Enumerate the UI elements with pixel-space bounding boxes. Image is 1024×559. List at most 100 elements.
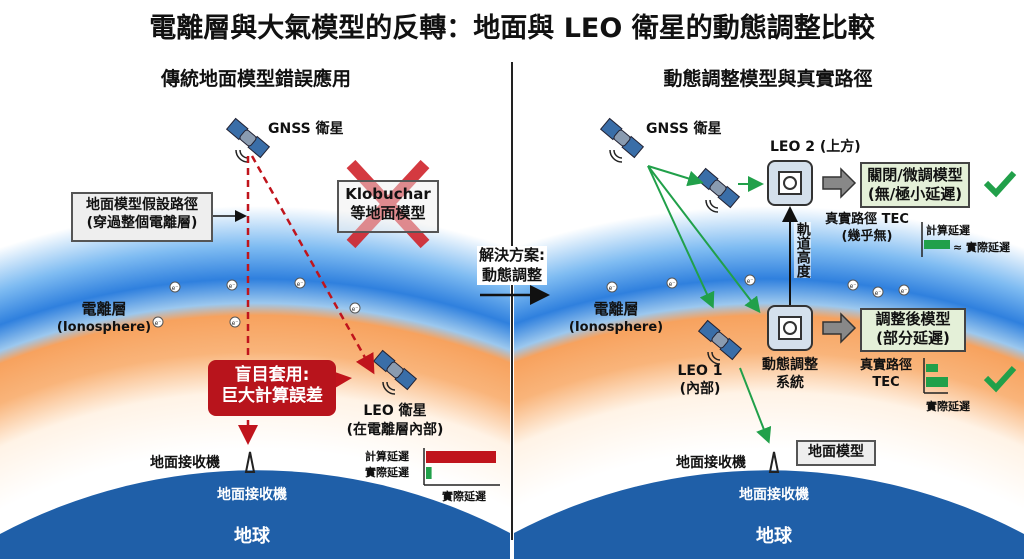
altitude-label: 軌道高度	[794, 222, 811, 278]
model-off-line2: (無/極小延遲)	[867, 184, 963, 203]
electron-label: e⁻	[901, 288, 908, 295]
electron-icon	[229, 316, 241, 328]
cross-icon	[346, 160, 430, 249]
assumed-path-line1: 地面模型假設路徑	[86, 197, 198, 213]
true-tec-bottom-line1: 真實路徑	[859, 358, 913, 373]
true-tec-bottom: 真實路徑 TEC	[860, 358, 912, 392]
electron-label: e⁻	[747, 278, 754, 285]
page-title: 電離層與大氣模型的反轉：地面與 LEO 衛星的動態調整比較	[149, 13, 875, 44]
electron-icon	[349, 302, 361, 314]
ionosphere-zh: 電離層	[81, 300, 127, 318]
electron-label: e⁻	[172, 285, 179, 292]
solution-line1: 解決方案:	[479, 246, 545, 264]
electron-icon	[666, 277, 678, 289]
arrow-to-model-off	[822, 167, 857, 199]
ionosphere-en: (Ionosphere)	[56, 319, 152, 335]
ionosphere-zh-right: 電離層	[593, 300, 639, 318]
left-delay-chart	[423, 448, 500, 486]
electron-label: e⁻	[232, 320, 239, 327]
assumed-path-line2: (穿過整個電離層)	[86, 214, 198, 231]
check-icon-bottom	[983, 365, 1017, 393]
leo-label: LEO 衛星 (在電離層內部)	[347, 402, 444, 440]
solution-line2: 動態調整	[481, 265, 542, 284]
leo1-line1: LEO 1	[677, 363, 723, 379]
bottom-chart-xlabel: 實際延遲	[926, 400, 970, 413]
electron-label: e⁻	[850, 283, 857, 290]
arrow-to-adjusted	[822, 312, 857, 344]
system-label: 動態調整 系統	[762, 356, 818, 392]
system-line1: 動態調整	[762, 357, 818, 373]
top-chart-label: 計算延遲	[926, 224, 970, 237]
receiver-antenna-icon	[244, 451, 256, 473]
true-tec-top-line1: 真實路徑 TEC	[825, 212, 909, 227]
klobuchar-line1: Klobuchar	[345, 185, 431, 203]
receiver-ground-label-right: 地面接收機	[739, 487, 809, 503]
gnss-label-right: GNSS 衛星	[646, 121, 722, 137]
bar-actual-delay	[426, 467, 432, 479]
electron-icon	[744, 274, 756, 286]
chart-label-actual: 實際延遲	[365, 465, 409, 479]
electron-label: e⁻	[352, 306, 359, 313]
true-tec-top-line2: (幾乎無)	[841, 228, 893, 244]
receiver-antenna-icon-right	[768, 451, 780, 473]
electron-icon	[294, 277, 306, 289]
adjusted-model-box: 調整後模型 (部分延遲)	[860, 308, 966, 352]
bottom-delay-chart	[923, 358, 948, 394]
earth-left	[0, 470, 510, 559]
right-subtitle: 動態調整模型與真實路徑	[663, 68, 873, 90]
leo1-line2: (內部)	[679, 381, 721, 398]
earth-label: 地球	[234, 526, 270, 547]
earth-label-right: 地球	[756, 526, 792, 547]
model-off-box: 關閉/微調模型 (無/極小延遲)	[860, 162, 970, 208]
check-icon-top	[983, 170, 1017, 198]
electron-icon	[152, 316, 164, 328]
chart-label-calculated: 計算延遲	[365, 450, 409, 463]
electron-icon	[847, 279, 859, 291]
electron-label: e⁻	[669, 281, 676, 288]
dynamic-system-processor-icon	[767, 305, 813, 351]
leo-label-line2: (在電離層內部)	[346, 421, 444, 438]
klobuchar-line2: 等地面模型	[350, 203, 426, 222]
klobuchar-box: Klobuchar 等地面模型	[337, 180, 439, 233]
left-chart-xlabel: 實際延遲	[442, 490, 486, 503]
left-chart-labels: 計算延遲 實際延遲	[365, 449, 409, 481]
electron-icon	[898, 284, 910, 296]
electron-label: e⁻	[875, 290, 882, 297]
receiver-label-right: 地面接收機	[676, 455, 746, 471]
ionosphere-en-right: (Ionosphere)	[568, 319, 664, 335]
adjusted-line1: 調整後模型	[875, 310, 951, 328]
electron-icon	[606, 281, 618, 293]
assumed-path-box: 地面模型假設路徑 (穿過整個電離層)	[71, 192, 213, 242]
left-subtitle: 傳統地面模型錯誤應用	[160, 68, 352, 90]
top-delay-chart	[921, 222, 950, 257]
ionosphere-label-right: 電離層 (Ionosphere)	[569, 300, 663, 336]
receiver-ground-label: 地面接收機	[217, 487, 287, 503]
error-callout-line1: 盲目套用:	[234, 365, 310, 385]
error-callout: 盲目套用: 巨大計算誤差	[208, 360, 336, 416]
electron-icon	[872, 286, 884, 298]
electron-label: e⁻	[609, 285, 616, 292]
ionosphere-label-left: 電離層 (Ionosphere)	[57, 300, 151, 336]
adjusted-line2: (部分延遲)	[876, 328, 950, 347]
leo2-processor-icon	[767, 160, 813, 206]
electron-icon	[226, 279, 238, 291]
receiver-label: 地面接收機	[150, 455, 220, 471]
ground-model-box: 地面模型	[796, 440, 876, 466]
system-line2: 系統	[776, 375, 804, 392]
model-off-line1: 關閉/微調模型	[867, 166, 963, 184]
solution-label: 解決方案: 動態調整	[477, 246, 547, 285]
gnss-label: GNSS 衛星	[268, 121, 344, 137]
top-chart-approx: ≈ 實際延遲	[953, 241, 1011, 254]
true-tec-bottom-line2: TEC	[872, 374, 900, 390]
leo1-label: LEO 1 (內部)	[677, 362, 722, 398]
electron-label: e⁻	[297, 281, 304, 288]
electron-icon	[169, 281, 181, 293]
electron-label: e⁻	[155, 320, 162, 327]
leo-label-line1: LEO 衛星	[363, 403, 427, 419]
true-tec-top: 真實路徑 TEC (幾乎無)	[825, 212, 909, 246]
error-callout-line2: 巨大計算誤差	[221, 386, 323, 407]
electron-label: e⁻	[229, 283, 236, 290]
bar-calculated-delay	[426, 451, 496, 463]
leo2-label: LEO 2 (上方)	[770, 139, 861, 155]
